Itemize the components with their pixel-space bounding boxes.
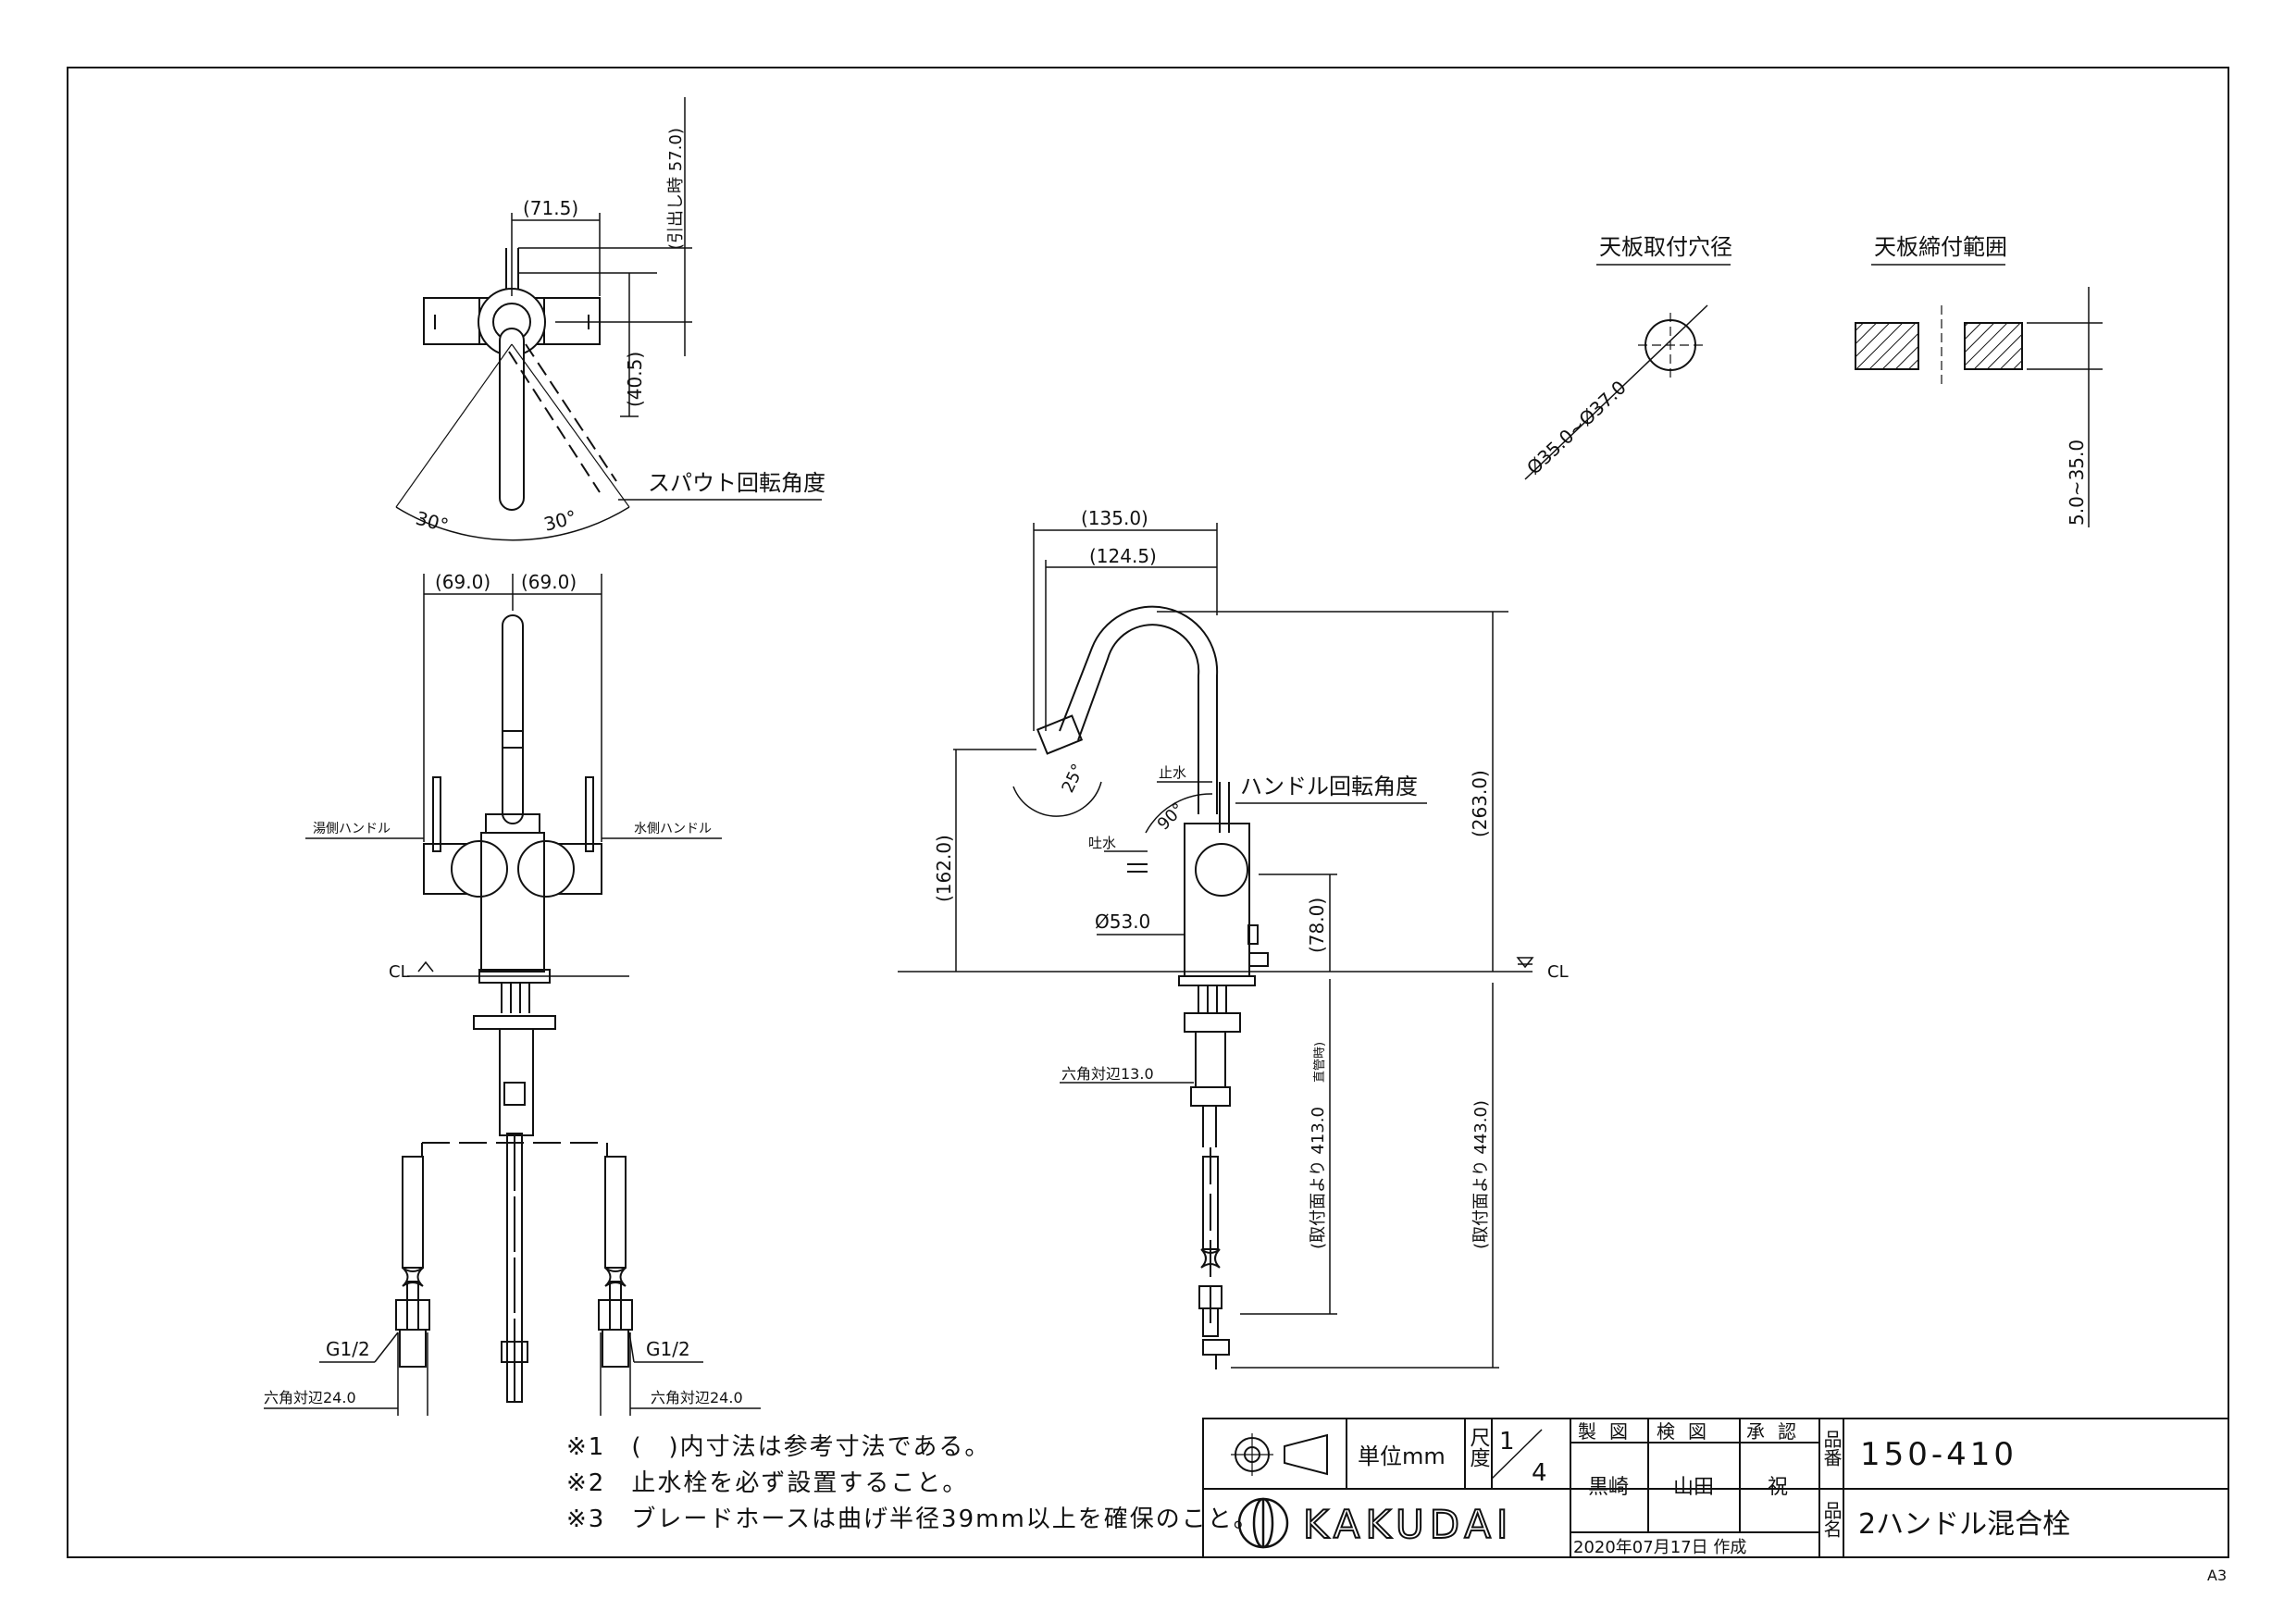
brand-text: KAKUDAI bbox=[1303, 1502, 1513, 1547]
side-angle-spout: 25° bbox=[1058, 761, 1088, 796]
side-dim-height: (263.0) bbox=[1469, 770, 1491, 837]
side-view-dims bbox=[898, 523, 1534, 1369]
range-dim: 5.0~35.0 bbox=[2066, 440, 2088, 526]
sheet-border bbox=[67, 67, 2229, 1558]
side-dim-base: (78.0) bbox=[1306, 898, 1328, 953]
sheet-size: A3 bbox=[2207, 1567, 2227, 1584]
hole-title: 天板取付穴径 bbox=[1599, 234, 1732, 260]
hole-dim: Ø35.0~Ø37.0 bbox=[1522, 376, 1631, 478]
top-view bbox=[395, 248, 630, 541]
scale-num: 1 bbox=[1499, 1428, 1515, 1456]
top-dim-pull: (引出し時 57.0) bbox=[666, 128, 686, 250]
side-dim-pipe-1-note: 直管時) bbox=[1313, 1042, 1327, 1083]
open-label: 吐水 bbox=[1088, 835, 1116, 851]
part-no: 150-410 bbox=[1860, 1436, 2017, 1473]
note-3: ※3 ブレードホースは曲げ半径39mm以上を確保のこと。 bbox=[566, 1505, 1260, 1533]
front-view-dims bbox=[264, 574, 761, 1416]
checked-label: 検図 bbox=[1657, 1420, 1719, 1443]
top-dim-width: (71.5) bbox=[523, 197, 578, 219]
side-dim-pipe-1: (取付面より 413.0 bbox=[1309, 1107, 1328, 1249]
thread-left-label: G1/2 bbox=[326, 1338, 370, 1360]
side-cl-label: CL bbox=[1547, 962, 1569, 982]
side-dim-diameter: Ø53.0 bbox=[1095, 911, 1150, 933]
part-name: 2ハンドル混合栓 bbox=[1858, 1508, 2070, 1541]
front-dim-right: (69.0) bbox=[521, 571, 577, 593]
note-2: ※2 止水栓を必ず設置すること。 bbox=[566, 1469, 969, 1497]
front-cl-label: CL bbox=[389, 962, 410, 982]
spout-rotation-label: スパウト回転角度 bbox=[648, 470, 825, 496]
part-name-label: 品名 bbox=[1820, 1501, 1843, 1538]
part-no-label: 品番 bbox=[1820, 1430, 1843, 1467]
hex-left-label: 六角対辺24.0 bbox=[264, 1389, 356, 1406]
drawn-label: 製図 bbox=[1578, 1420, 1641, 1443]
scale-label: 尺度 bbox=[1467, 1427, 1491, 1468]
front-dim-left: (69.0) bbox=[435, 571, 490, 593]
kakudai-logo-icon bbox=[1237, 1497, 1289, 1549]
top-angle-right: 30° bbox=[541, 505, 578, 535]
hole-detail bbox=[1524, 304, 1708, 480]
title-block-lines bbox=[1202, 1418, 2229, 1558]
date-text: 2020年07月17日 作成 bbox=[1573, 1538, 1746, 1557]
range-detail bbox=[1855, 287, 2103, 527]
note-1: ※1 ( )内寸法は参考寸法である。 bbox=[566, 1433, 991, 1461]
side-dim-pipe-2: (取付面より 443.0) bbox=[1471, 1100, 1491, 1249]
symbol-icon bbox=[1231, 1433, 1328, 1476]
side-dim-reach-inner: (124.5) bbox=[1089, 545, 1157, 567]
front-view bbox=[395, 614, 633, 1403]
hex-right-label: 六角対辺24.0 bbox=[651, 1389, 743, 1406]
thread-right-label: G1/2 bbox=[646, 1338, 690, 1360]
top-dim-depth: (40.5) bbox=[624, 352, 646, 407]
drawn-by: 黒崎 bbox=[1588, 1476, 1629, 1499]
top-view-dims bbox=[511, 97, 692, 417]
stop-label: 止水 bbox=[1159, 764, 1186, 781]
scale-den: 4 bbox=[1532, 1459, 1547, 1487]
checked-by: 山田 bbox=[1673, 1476, 1714, 1499]
side-dim-spout-height: (162.0) bbox=[933, 835, 955, 902]
approved-by: 祝 bbox=[1768, 1476, 1788, 1499]
top-angle-left: 30° bbox=[414, 507, 451, 537]
unit-label: 単位mm bbox=[1358, 1443, 1446, 1469]
side-dim-reach-outer: (135.0) bbox=[1081, 507, 1148, 529]
approved-label: 承認 bbox=[1746, 1420, 1809, 1443]
hot-handle-label: 湯側ハンドル bbox=[313, 821, 391, 836]
side-angle-handle: 90° bbox=[1154, 799, 1188, 834]
range-title: 天板締付範囲 bbox=[1874, 234, 2007, 260]
handle-rotation-label: ハンドル回転角度 bbox=[1240, 774, 1418, 799]
cold-handle-label: 水側ハンドル bbox=[634, 822, 712, 836]
side-view bbox=[1012, 605, 1269, 1369]
side-hex-label: 六角対辺13.0 bbox=[1061, 1065, 1154, 1083]
